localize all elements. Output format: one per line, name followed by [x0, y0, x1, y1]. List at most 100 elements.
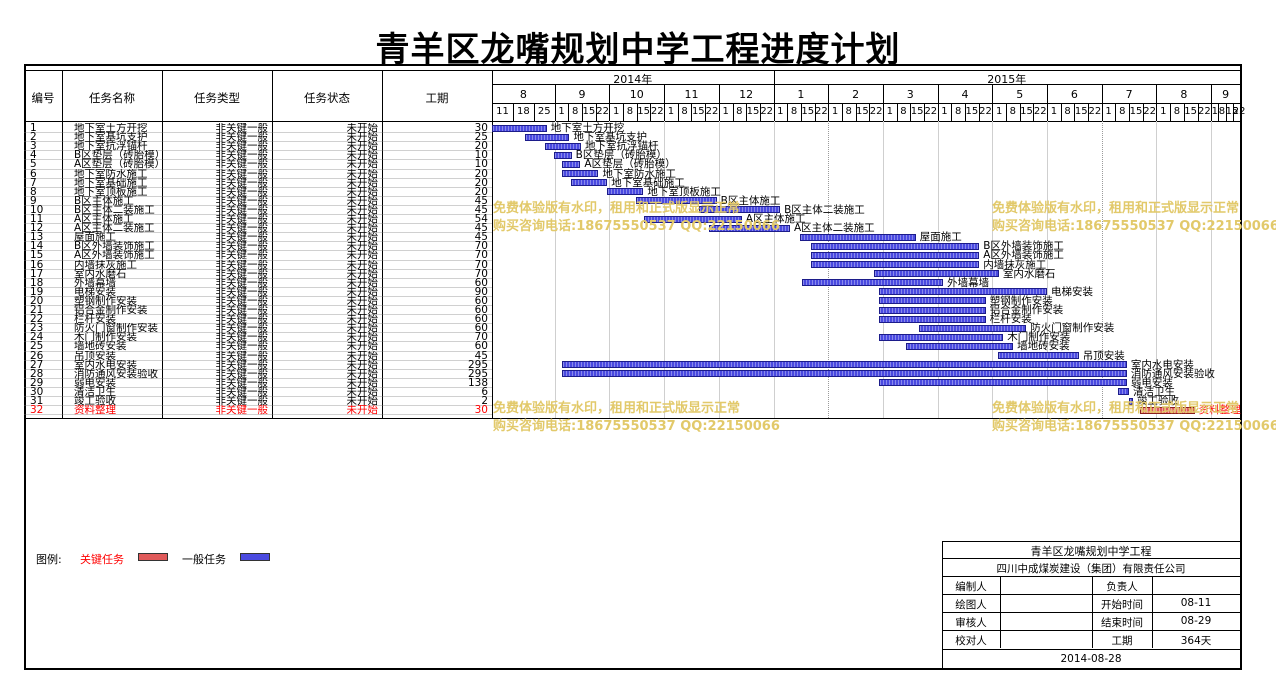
- task-bar: [544, 142, 581, 150]
- day-divider: [1218, 103, 1220, 121]
- info-start_label: 开始时间: [1101, 599, 1143, 611]
- month-label: 8: [1180, 88, 1188, 101]
- task-status: 未开始: [346, 141, 379, 152]
- day-label: 1: [1050, 106, 1058, 117]
- watermark-line1: 免费体验版有水印，租用和正式版显示正常: [992, 401, 1240, 416]
- task-bar-label: A区主体施工: [745, 213, 806, 225]
- month-divider: [492, 84, 493, 121]
- day-label: 15: [746, 106, 760, 117]
- task-id: 6: [30, 168, 37, 179]
- month-label: 6: [1070, 88, 1078, 101]
- month-divider: [1101, 84, 1103, 121]
- row-line: [24, 341, 492, 343]
- task-bar-label: 地下室基础施工: [611, 176, 685, 189]
- task-name: A区主体二装施工: [74, 223, 155, 234]
- task-duration: 295: [467, 359, 488, 370]
- day-label: 11: [496, 106, 509, 117]
- task-bar: [562, 170, 599, 177]
- task-id: 28: [30, 368, 44, 379]
- task-type: 非关键一般: [215, 168, 269, 179]
- task-name: 地下室土方开挖: [74, 123, 148, 133]
- task-status: 未开始: [346, 132, 379, 143]
- day-label: 15: [1129, 106, 1143, 117]
- row-line: [24, 368, 492, 370]
- task-status: 未开始: [346, 396, 379, 406]
- watermark-line2: 购买咨询电话:18675550537 QQ:22150066: [992, 219, 1276, 234]
- task-duration: 25: [474, 132, 488, 143]
- row-line: [24, 259, 492, 261]
- info-col-line: [1092, 612, 1093, 630]
- month-label: 12: [739, 88, 754, 101]
- task-duration: 30: [474, 123, 488, 133]
- task-duration: 60: [474, 277, 488, 288]
- task-duration: 60: [474, 314, 488, 325]
- row-line: [24, 377, 492, 379]
- task-status: 未开始: [346, 168, 379, 179]
- month-label: 2: [852, 88, 860, 101]
- info-row-line: [942, 576, 1240, 577]
- day-label: 22: [924, 106, 938, 117]
- task-duration: 45: [474, 223, 488, 234]
- day-divider: [732, 103, 734, 121]
- month-divider: [773, 84, 775, 121]
- day-divider: [1074, 103, 1076, 121]
- task-type: 非关键一般: [215, 259, 269, 270]
- task-bar: [878, 297, 986, 305]
- grid-line: [992, 121, 994, 419]
- day-divider: [951, 103, 953, 121]
- row-line: [24, 177, 492, 179]
- task-id: 26: [30, 350, 44, 361]
- task-status: 未开始: [346, 277, 379, 288]
- day-label: 15: [801, 106, 815, 117]
- header-year-line: [492, 84, 1240, 85]
- task-id: 11: [30, 214, 44, 224]
- grid-line: [937, 121, 939, 419]
- task-name: 地下室防水施工: [74, 168, 148, 179]
- task-id: 22: [30, 314, 44, 325]
- task-status: 未开始: [346, 350, 379, 361]
- task-bar: [644, 215, 742, 223]
- year-label: 2015年: [987, 73, 1027, 86]
- task-type: 非关键一般: [215, 277, 269, 288]
- info-col-line: [1092, 630, 1093, 648]
- task-name: 消防通风安装验收: [74, 368, 158, 379]
- info-editor_label: 编制人: [955, 581, 987, 593]
- row-line: [24, 332, 492, 334]
- day-label: 1: [558, 106, 565, 117]
- day-divider: [568, 103, 570, 121]
- task-duration: 30: [474, 405, 488, 416]
- day-divider: [533, 103, 535, 121]
- task-duration: 45: [474, 232, 488, 243]
- col-line: [382, 70, 383, 419]
- task-bar-label: 资料整理: [1198, 404, 1241, 417]
- month-label: 1: [797, 88, 805, 101]
- info-col-line: [1000, 594, 1001, 612]
- task-name: 室内水电安装: [74, 359, 137, 370]
- info-start_value: 08-11: [1180, 597, 1212, 609]
- task-bar: [607, 188, 644, 196]
- task-duration: 60: [474, 341, 488, 352]
- task-bar: [699, 206, 781, 214]
- month-divider: [1211, 84, 1213, 121]
- task-bar: [810, 261, 980, 268]
- task-status: 未开始: [346, 223, 379, 234]
- legend-critical-text: 关键任务: [80, 553, 124, 566]
- day-divider: [636, 103, 638, 121]
- day-label: 22: [979, 106, 992, 117]
- task-bar-label: 清洁卫生: [1133, 385, 1176, 398]
- row-line: [24, 350, 492, 352]
- task-duration: 138: [467, 377, 488, 388]
- task-id: 8: [30, 186, 37, 197]
- info-checker_label: 校对人: [955, 635, 987, 647]
- day-label: 8: [1064, 106, 1071, 117]
- day-label: 8: [736, 106, 743, 117]
- info-drawer_label: 绘图人: [955, 599, 987, 611]
- task-id: 31: [30, 396, 44, 406]
- day-label: 15: [856, 106, 869, 117]
- task-duration: 45: [474, 204, 488, 215]
- watermark-line1: 免费体验版有水印，租用和正式版显示正常: [493, 201, 741, 216]
- day-divider: [1033, 103, 1035, 121]
- task-bar-label: B区主体二装施工: [784, 203, 865, 216]
- day-divider: [855, 103, 857, 121]
- task-type: 非关键一般: [215, 295, 269, 306]
